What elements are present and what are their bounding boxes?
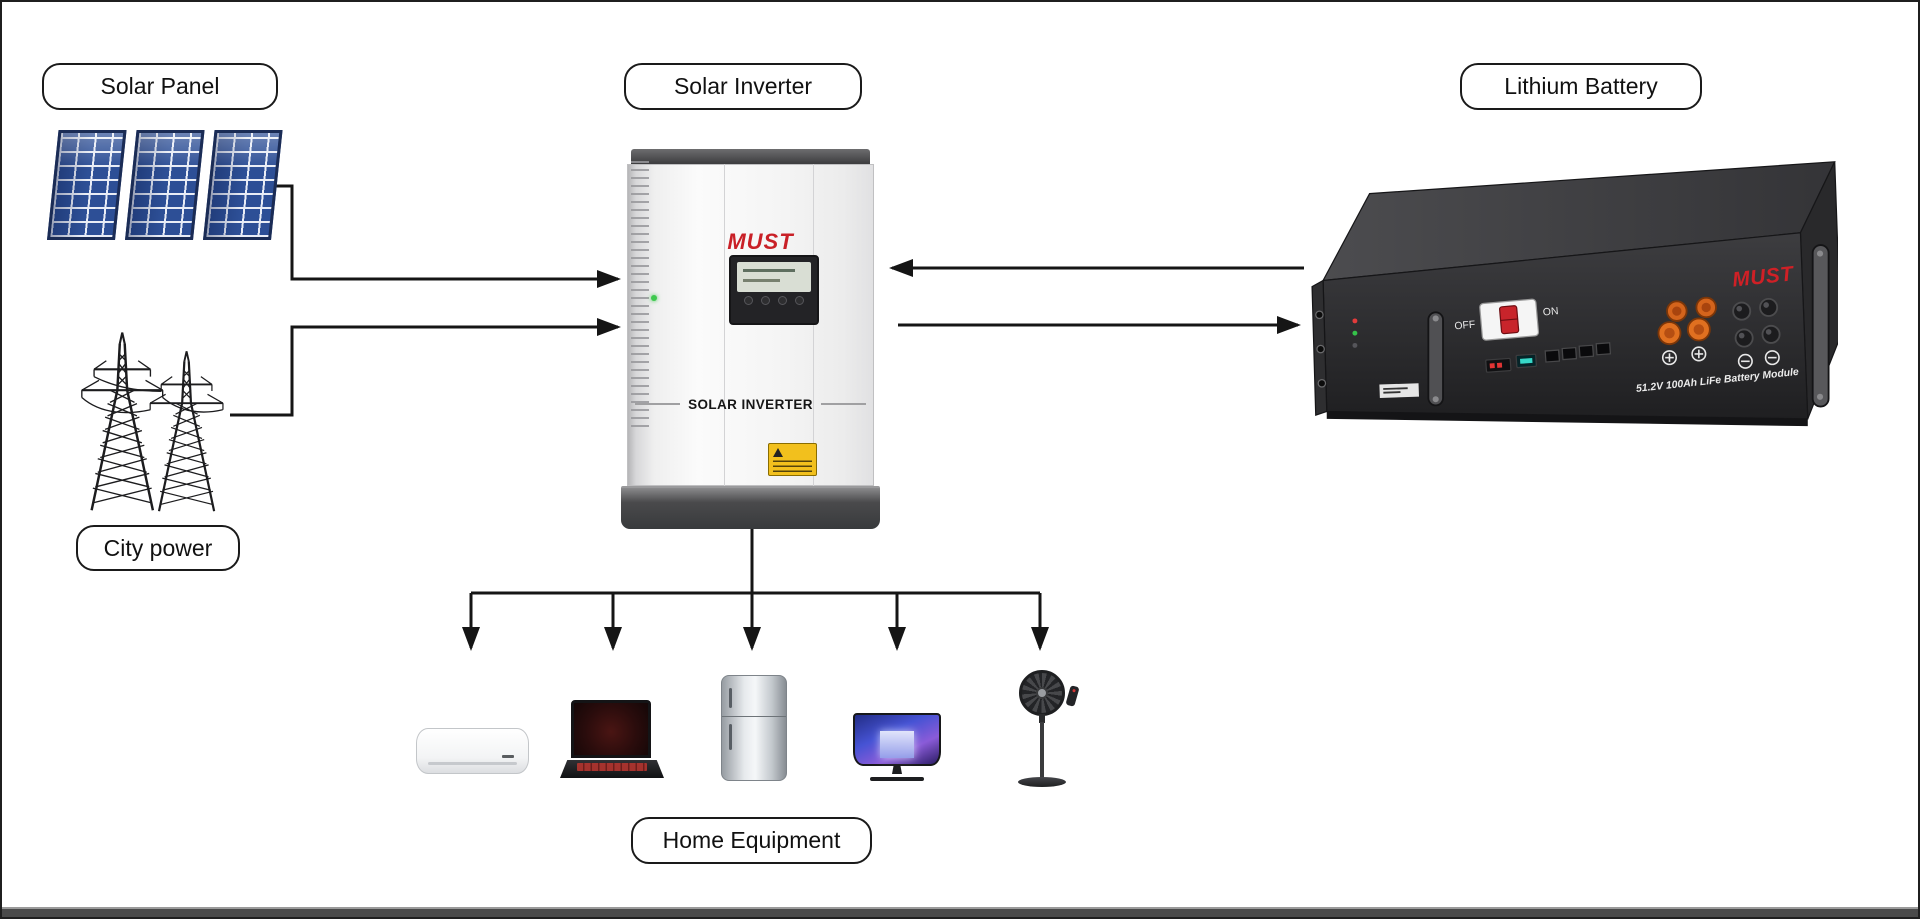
tv-stand-base (870, 777, 924, 781)
air-conditioner-icon (416, 728, 529, 774)
inverter-lcd-module (729, 255, 819, 325)
inverter-name-plate: SOLAR INVERTER (635, 395, 867, 413)
battery-bottom-edge (1326, 411, 1808, 427)
fan-remote (1065, 685, 1080, 707)
solar-panel-icon (47, 130, 127, 240)
battery-indicator-panel (1485, 342, 1612, 373)
battery-led (1352, 330, 1358, 336)
solar-panel-icon (125, 130, 205, 240)
battery-led (1352, 342, 1358, 348)
fan-base (1018, 777, 1066, 787)
inverter-vent-grille (631, 161, 649, 433)
city-power-label: City power (76, 525, 240, 571)
solar-inverter-device: MUST SOLAR INVERTER (621, 149, 880, 529)
battery-spec-label (1379, 383, 1419, 399)
standing-fan-icon (1007, 670, 1080, 787)
inverter-panel-seam (813, 164, 814, 486)
rack-hole (1315, 310, 1324, 320)
solar-panel-label: Solar Panel (42, 63, 278, 110)
inverter-button (778, 296, 787, 305)
solar-inverter-label: Solar Inverter (624, 63, 862, 110)
lithium-battery-label: Lithium Battery (1460, 63, 1702, 110)
warning-triangle-icon (773, 448, 783, 457)
home-equipment-label-text: Home Equipment (662, 827, 841, 853)
refrigerator-door-seam (722, 715, 786, 717)
arrow-grid-to-inverter (230, 318, 621, 417)
caution-sticker (768, 443, 817, 476)
inverter-body (627, 164, 874, 486)
fan-neck (1039, 714, 1045, 723)
battery-handle-right (1811, 244, 1830, 408)
battery-handle-left (1427, 311, 1444, 407)
caution-text-lines (773, 460, 812, 472)
inverter-brand-logo: MUST (727, 229, 794, 254)
refrigerator-icon (721, 675, 787, 781)
inverter-status-led (651, 295, 657, 301)
laptop-icon (560, 700, 664, 778)
solar-inverter-label-text: Solar Inverter (673, 73, 813, 99)
bottom-bar (2, 907, 1918, 917)
laptop-screen (571, 700, 651, 758)
inverter-top-cap (631, 149, 870, 164)
switch-off-text: OFF (1454, 320, 1476, 333)
rack-hole (1316, 344, 1325, 354)
plate-rule-right (820, 403, 867, 405)
tv-icon (853, 713, 941, 781)
tv-stand-neck (892, 766, 902, 774)
arrow-solar-to-inverter (269, 184, 621, 288)
rack-hole (1317, 379, 1327, 388)
battery-negative-terminals (1732, 297, 1781, 348)
battery-power-switch[interactable]: OFF ON (1453, 297, 1561, 343)
inverter-panel-seam (724, 164, 725, 486)
solar-panel-array-icon (47, 130, 283, 240)
inverter-button (761, 296, 770, 305)
inverter-button (795, 296, 804, 305)
transmission-towers-icon (80, 331, 225, 513)
lithium-battery-device: OFF ON (1311, 161, 1838, 427)
inverter-button (744, 296, 753, 305)
minus-markers (1737, 350, 1780, 369)
battery-led (1352, 318, 1358, 324)
solar-panel-label-text: Solar Panel (100, 73, 220, 99)
tv-screen (853, 713, 941, 766)
solar-panel-icon (203, 130, 283, 240)
inverter-device-text: SOLAR INVERTER (688, 396, 813, 412)
inverter-base (621, 486, 880, 529)
plus-markers (1661, 346, 1707, 366)
lcd-graph-row (742, 279, 780, 282)
city-power-label-text: City power (103, 534, 213, 561)
battery-positive-terminals (1657, 296, 1717, 346)
switch-on-text: ON (1542, 306, 1558, 318)
fan-head (1019, 670, 1065, 716)
inverter-lcd-screen (737, 262, 811, 292)
home-equipment-label: Home Equipment (631, 817, 872, 864)
laptop-keyboard (560, 760, 664, 778)
plate-rule-left (635, 403, 681, 405)
fan-pole (1040, 722, 1044, 778)
lcd-graph-row (742, 269, 795, 272)
lithium-battery-label-text: Lithium Battery (1504, 73, 1658, 99)
inverter-buttons (731, 296, 817, 305)
